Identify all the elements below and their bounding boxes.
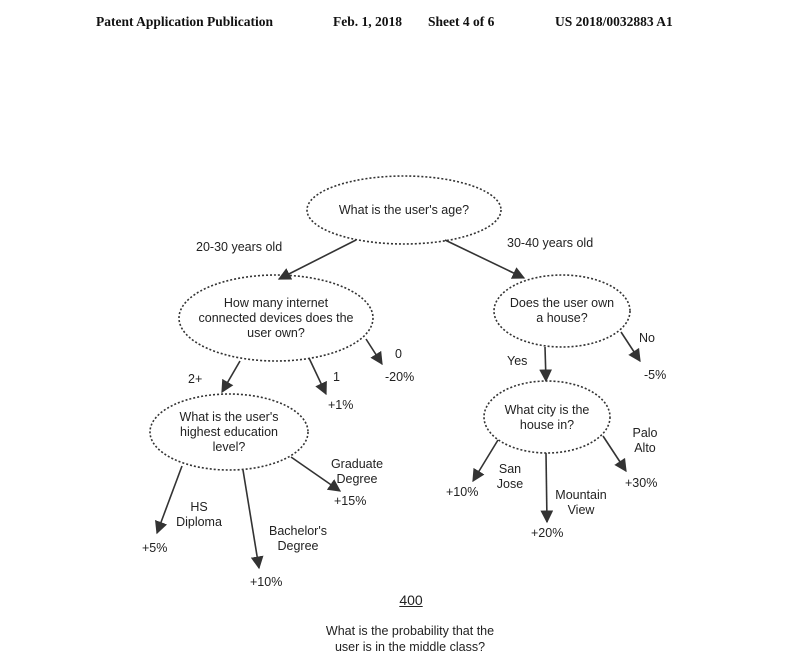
figure-number: 400 [399, 592, 423, 608]
edge-house-no [620, 331, 641, 363]
node-education-text: What is the user's highest education lev… [179, 409, 279, 454]
edge-age-30-40 [444, 239, 526, 279]
figure-caption-line2: user is in the middle class? [334, 640, 486, 654]
figure-caption-line1: What is the probability that the [325, 624, 495, 638]
node-devices [178, 274, 374, 362]
leaf-city-sanjose: +10% [446, 485, 479, 499]
edge-house-yes [539, 346, 553, 383]
publication-date: Feb. 1, 2018 [333, 14, 402, 29]
label-house-yes: Yes [507, 354, 528, 368]
label-age-20-30: 20-30 years old [196, 240, 283, 254]
node-education [149, 393, 309, 471]
label-city-mountainview: Mountain View [555, 488, 607, 517]
publication-number: US 2018/0032883 A1 [555, 14, 673, 29]
leaf-edu-hs: +5% [142, 541, 168, 555]
edge-age-20-30 [277, 239, 357, 280]
label-edu-bachelor: Bachelor's Degree [269, 524, 327, 553]
edge-devices-1 [308, 357, 327, 396]
node-house [493, 274, 631, 348]
edge-city-sanjose [472, 439, 499, 483]
leaf-house-no: -5% [644, 368, 667, 382]
leaf-edu-bachelor: +10% [250, 575, 283, 589]
publication-title: Patent Application Publication [96, 14, 274, 29]
label-house-no: No [639, 331, 655, 345]
edge-edu-graduate [290, 456, 342, 492]
edge-city-mountainview [540, 452, 554, 524]
edge-devices-0 [365, 338, 383, 366]
leaf-devices-1: +1% [328, 398, 354, 412]
leaf-edu-graduate: +15% [334, 494, 367, 508]
label-city-sanjose: San Jose [496, 462, 524, 491]
label-devices-2plus: 2+ [188, 372, 203, 386]
label-edu-graduate: Graduate Degree [330, 457, 384, 486]
node-root [306, 175, 502, 245]
node-city-text: What city is the house in? [504, 403, 590, 432]
label-city-paloalto: Palo Alto [632, 426, 658, 455]
label-edu-hs: HS Diploma [176, 500, 222, 529]
label-devices-0: 0 [395, 347, 402, 361]
leaf-city-mountainview: +20% [531, 526, 564, 540]
label-devices-1: 1 [333, 370, 340, 384]
node-root-text: What is the user's age? [338, 202, 470, 217]
leaf-devices-0: -20% [385, 370, 415, 384]
node-house-text: Does the user own a house? [509, 296, 615, 325]
edge-devices-2plus [221, 360, 241, 394]
patent-header: Patent Application Publication Feb. 1, 2… [0, 14, 800, 34]
node-devices-text: How many internet connected devices does… [198, 295, 354, 340]
edge-edu-hs [155, 465, 183, 535]
label-age-30-40: 30-40 years old [507, 236, 594, 250]
edge-edu-bachelor [242, 469, 264, 570]
sheet-number: Sheet 4 of 6 [428, 14, 495, 29]
edge-city-paloalto [602, 435, 627, 473]
leaf-city-paloalto: +30% [625, 476, 658, 490]
